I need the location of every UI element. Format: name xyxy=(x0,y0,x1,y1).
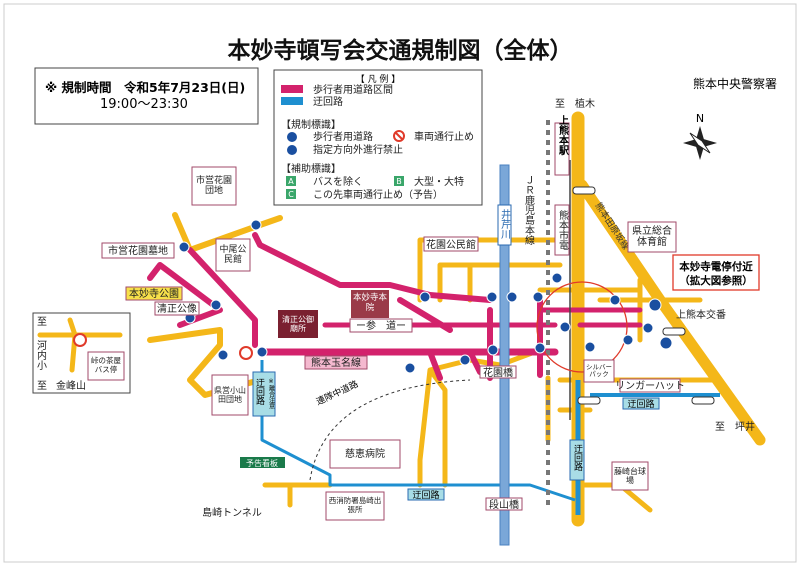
label-kamikumamoto-station: 上熊本駅 xyxy=(557,114,570,156)
label-inset-to-2: 至 xyxy=(37,380,47,392)
label-detour-left: 迂回路 xyxy=(254,378,265,406)
label-sando: ー参 道ー xyxy=(356,319,406,332)
arrow-sign-icon xyxy=(287,145,297,155)
traffic-signals xyxy=(572,186,715,405)
label-inset-to: 至 xyxy=(37,316,47,328)
pedestrian-sign-icon xyxy=(534,342,546,354)
label-honmyoji-park: 本妙寺公園 xyxy=(129,287,179,300)
label-fire-station: 西消防署島崎出張所 xyxy=(328,496,382,514)
legend-aux-heading: 【補助標識】 xyxy=(281,162,341,175)
inset-box xyxy=(32,312,131,394)
sign-c-icon xyxy=(286,189,296,199)
pedestrian-sign-icon xyxy=(584,341,596,353)
label-shimasaki-tunnel: 島崎トンネル xyxy=(202,506,262,519)
label-tamana-line: 熊本玉名線 xyxy=(311,356,361,369)
pedestrian-sign-icon xyxy=(506,291,518,303)
sign-a-letter: A xyxy=(288,177,294,186)
pedestrian-sign-icon xyxy=(419,291,431,303)
label-yokoku-sign: 予告看板 xyxy=(246,458,278,468)
compass-north: N xyxy=(696,112,704,125)
pedestrian-signs xyxy=(178,219,673,374)
legend-pink-swatch xyxy=(281,85,303,93)
iseri-river xyxy=(499,164,510,546)
sign-b-icon xyxy=(394,176,404,186)
label-fujisakidai: 藤崎台球場 xyxy=(614,466,646,485)
pedestrian-sign-icon xyxy=(648,298,662,312)
pedestrian-sign-icon xyxy=(250,219,262,231)
legend-b-text: 大型・大特 xyxy=(414,175,464,188)
legend-blue-swatch xyxy=(281,97,303,105)
pedestrian-sign-icon xyxy=(210,299,222,311)
regulation-hours: 19:00〜23:30 xyxy=(100,97,188,112)
pedestrian-sign-icon xyxy=(486,291,498,303)
pedestrian-sign-icon xyxy=(256,346,268,358)
map-title: 本妙寺頓写会交通規制図（全体） xyxy=(228,37,573,64)
pedestrian-sign-icon xyxy=(609,294,621,306)
label-kiyomasa-shrine: 清正公御廟所 xyxy=(282,314,314,333)
legend-c-text: この先車両通行止め（予告） xyxy=(313,188,443,201)
label-detour-right: 迂回路 xyxy=(627,398,654,410)
label-detour-note: ※離合注意 xyxy=(268,378,275,409)
pedestrian-sign-icon xyxy=(559,321,571,333)
label-zoom-note-1: 本妙寺電停付近 xyxy=(679,260,753,273)
label-tram: 熊本市電 xyxy=(557,209,569,250)
label-hanazono-bridge: 花園橋 xyxy=(483,366,513,379)
regulation-date: ※ 規制時間 令和5年7月23日(日) xyxy=(45,80,245,95)
label-jr-line: ＪＲ鹿児島本線 xyxy=(523,175,535,245)
legend-a-text: バスを除く xyxy=(313,175,363,188)
label-jikei-hospital: 慈恵病院 xyxy=(345,447,385,460)
pedestrian-sign-icon xyxy=(487,344,499,356)
label-detour-bottom: 迂回路 xyxy=(412,489,439,501)
legend-pedestrian-road: 歩行者用道路 xyxy=(313,130,373,143)
pedestrian-sign-icon xyxy=(217,349,229,361)
pedestrian-sign-icon xyxy=(551,272,563,284)
no-entry-icon xyxy=(239,346,253,360)
label-hanazono-danchi: 市営花園団地 xyxy=(195,175,232,196)
pedestrian-sign-icon xyxy=(178,241,190,253)
legend-reg-heading: 【規制標識】 xyxy=(281,118,341,131)
legend: 【 凡 例 】 歩行者用道路区間 迂回路 【規制標識】 歩行者用道路 車両通行止… xyxy=(273,69,483,206)
regulation-time-box: ※ 規制時間 令和5年7月23日(日) 19:00〜23:30 xyxy=(34,67,259,125)
sign-a-icon xyxy=(286,176,296,186)
label-honmyoji-main: 本妙寺本院 xyxy=(352,293,387,313)
label-hanazono-bochi: 市営花園墓地 xyxy=(108,244,168,257)
label-toge-bus-stop: 峠の茶屋バス停 xyxy=(91,356,121,374)
sign-c-letter: C xyxy=(288,190,294,199)
zoom-area-circle xyxy=(536,281,628,373)
pedestrian-sign-icon xyxy=(287,132,297,142)
no-entry-icon xyxy=(73,333,87,347)
legend-no-vehicles: 車両通行止め xyxy=(414,130,474,143)
legend-detour: 迂回路 xyxy=(313,95,343,108)
label-kiyomasa-statue: 清正公像 xyxy=(157,302,197,315)
label-ringer-hut: リンガーハット xyxy=(615,380,685,392)
arrow-sign-icon xyxy=(659,336,673,350)
pedestrian-sign-icon xyxy=(404,362,416,374)
pedestrian-sign-icon xyxy=(532,291,544,303)
legend-direction-prohibited: 指定方向外進行禁止 xyxy=(313,143,403,156)
legend-heading: 【 凡 例 】 xyxy=(356,73,401,85)
pedestrian-sign-icon xyxy=(459,354,471,366)
label-iseri-river: 井芹川 xyxy=(499,208,511,239)
label-detour-right-vertical: 迂回路 xyxy=(572,444,583,472)
pedestrian-sign-icon xyxy=(642,322,654,334)
legend-pedestrian-section: 歩行者用道路区間 xyxy=(313,83,393,96)
label-nakao: 中尾公民館 xyxy=(219,244,247,265)
label-zoom-note-2: （拡大図参照） xyxy=(679,274,753,287)
label-kinpozan: 金峰山 xyxy=(56,379,86,392)
label-koban: 上熊本交番 xyxy=(676,308,726,321)
label-kawachi: 河内小 xyxy=(35,340,47,371)
sign-b-letter: B xyxy=(396,177,402,186)
label-gym: 県立総合体育館 xyxy=(632,225,672,249)
label-to-ueki: 至 植木 xyxy=(555,97,595,110)
label-hanazono-kominkan: 花園公民館 xyxy=(426,238,476,251)
compass-icon: N xyxy=(683,112,717,160)
pedestrian-sign-icon xyxy=(622,334,634,346)
label-to-tsuboi: 至 坪井 xyxy=(715,420,755,433)
place-labels: 至 植木 上熊本駅 ＪＲ鹿児島本線 熊本市電 井芹川 熊本田原坂線 県立総合体育… xyxy=(32,97,760,521)
police-station-label: 熊本中央警察署 xyxy=(693,76,777,91)
label-danyama-bridge: 段山橋 xyxy=(489,498,519,511)
label-silver: シルバーパック xyxy=(586,362,612,378)
no-entry-signs xyxy=(73,333,253,360)
label-koyamada: 県営小山田団地 xyxy=(214,385,246,404)
